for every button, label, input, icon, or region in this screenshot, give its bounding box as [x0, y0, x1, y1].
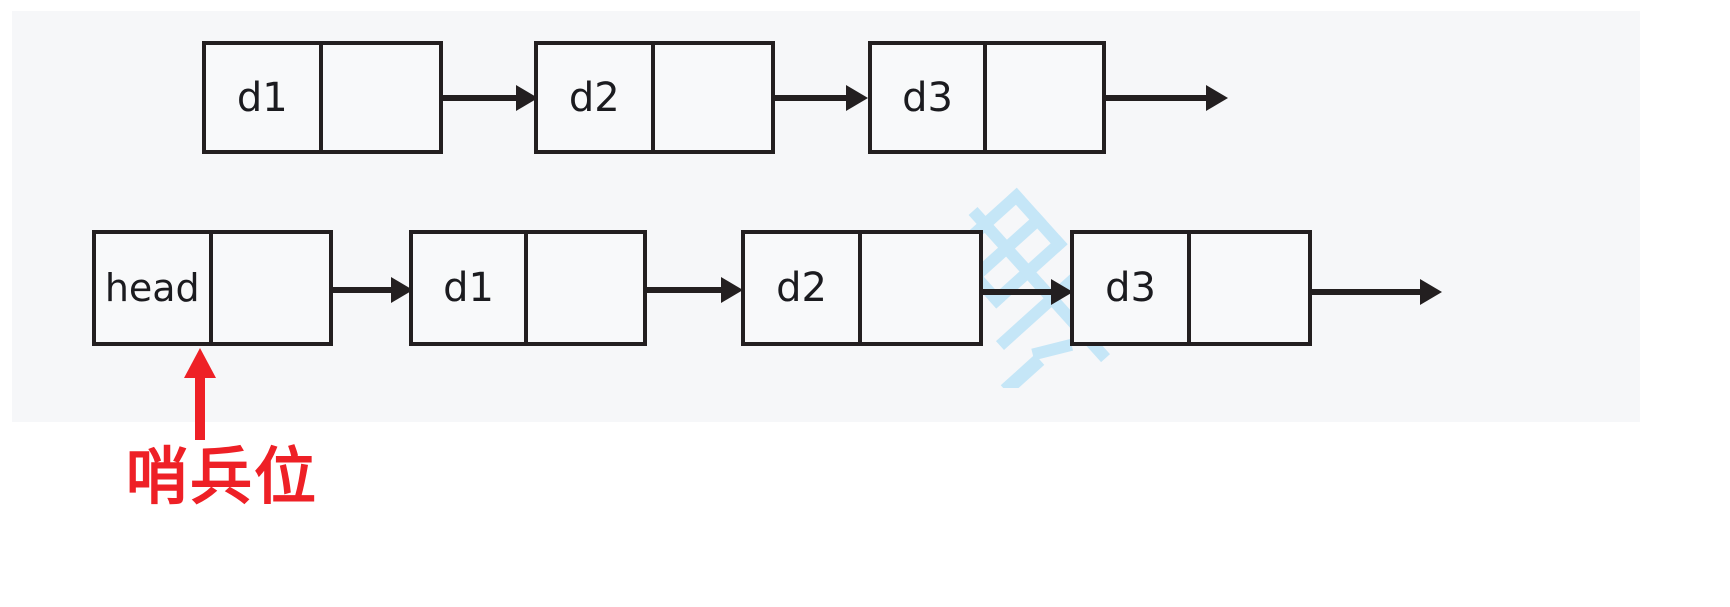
node-data-cell: d1	[206, 45, 323, 150]
node-pointer-cell	[655, 45, 772, 150]
node-pointer-cell	[213, 234, 330, 342]
node-pointer-cell	[323, 45, 440, 150]
sentinel-label: 哨兵位	[126, 440, 319, 513]
node-data-cell: d2	[538, 45, 655, 150]
list-node: d1	[202, 41, 443, 154]
sentinel-node: head	[92, 230, 333, 346]
node-pointer-cell	[528, 234, 643, 342]
list-node: d3	[868, 41, 1106, 154]
node-pointer-cell	[862, 234, 979, 342]
node-pointer-cell	[1191, 234, 1308, 342]
list-node: d3	[1070, 230, 1312, 346]
node-data-cell: d2	[745, 234, 862, 342]
node-data-cell: d3	[872, 45, 987, 150]
list-node: d2	[741, 230, 983, 346]
node-data-cell: d1	[413, 234, 528, 342]
list-node: d2	[534, 41, 775, 154]
node-pointer-cell	[987, 45, 1102, 150]
list-node: d1	[409, 230, 647, 346]
node-data-cell: head	[96, 234, 213, 342]
node-data-cell: d3	[1074, 234, 1191, 342]
